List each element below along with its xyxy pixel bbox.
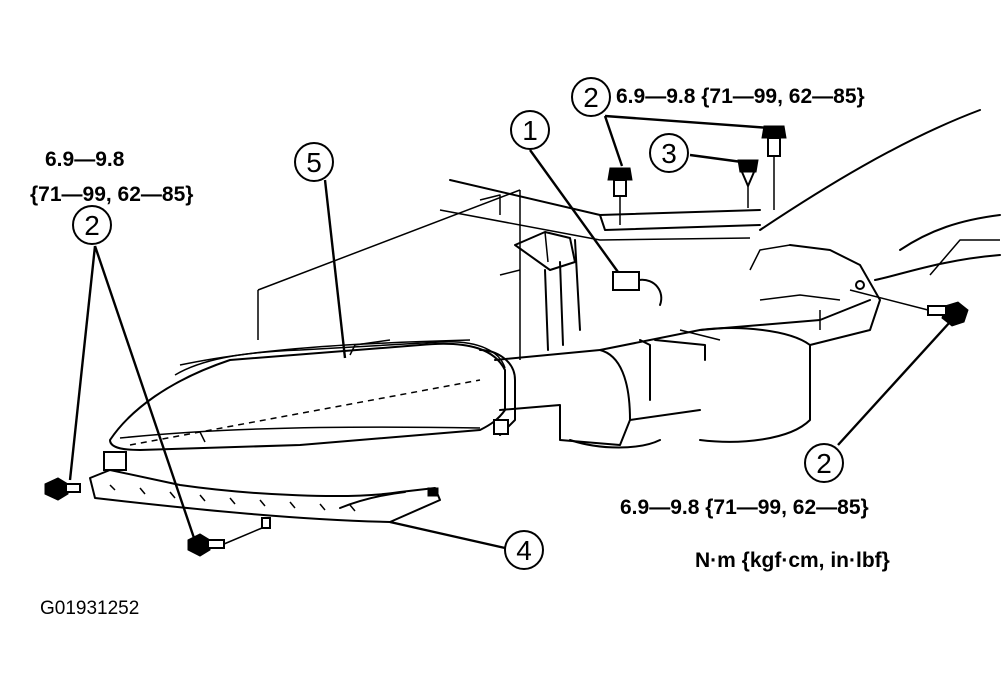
headlight-connector: [612, 271, 640, 291]
bolt-left-upper: [44, 477, 81, 501]
svg-text:4: 4: [516, 535, 532, 566]
clip-fastener: [737, 159, 759, 208]
lower-trim-panel: [89, 451, 441, 529]
svg-text:1: 1: [522, 115, 538, 146]
bolt-top-right: [761, 125, 787, 210]
torque-spec-left-line2: {71—99, 62—85}: [30, 183, 193, 206]
callout-2-top: 2: [571, 77, 611, 117]
bolt-top-center: [607, 167, 633, 225]
bolt-right-side: [849, 289, 969, 327]
torque-units: N·m {kgf·cm, in·lbf}: [695, 549, 890, 572]
bolt-left-lower: [187, 527, 263, 557]
svg-text:2: 2: [816, 448, 832, 479]
torque-spec-bottom-right: 6.9—9.8 {71—99, 62—85}: [620, 496, 869, 519]
callout-3: 3: [649, 133, 689, 173]
callout-2-right: 2: [804, 443, 844, 483]
callout-2-left: 2: [72, 205, 112, 245]
svg-text:3: 3: [661, 138, 677, 169]
svg-text:2: 2: [84, 210, 100, 241]
vehicle-body-structure: [257, 109, 1001, 449]
torque-spec-left-line1: 6.9—9.8: [45, 148, 125, 171]
torque-spec-top-right: 6.9—9.8 {71—99, 62—85}: [616, 85, 865, 108]
leader-lines: [68, 114, 951, 550]
svg-text:2: 2: [583, 82, 599, 113]
callout-5: 5: [294, 142, 334, 182]
callout-4: 4: [504, 530, 544, 570]
svg-text:5: 5: [306, 147, 322, 178]
headlight-assembly: [109, 339, 516, 451]
callout-1: 1: [510, 110, 550, 150]
figure-code: G01931252: [40, 598, 139, 619]
